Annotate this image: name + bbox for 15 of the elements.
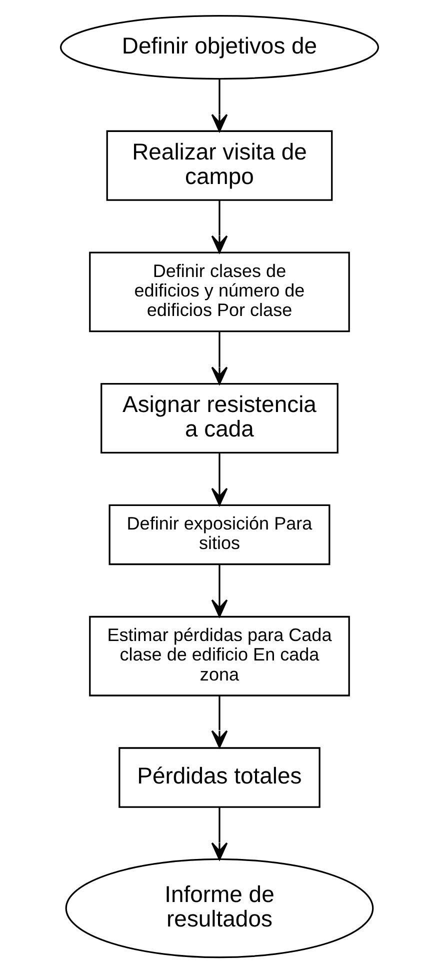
node-box: Asignar resistencia a cada [100, 382, 338, 454]
arrow [211, 564, 228, 618]
node-box: Definir exposición Para sitios [108, 504, 330, 566]
node-box: Definir clases de edificios y número de edificios Por clase [89, 252, 350, 332]
node-box: Pérdidas totales [118, 747, 320, 808]
arrow [211, 332, 228, 385]
arrow [211, 807, 228, 860]
node-box: Estimar pérdidas para Cada clase de edificio En cada zona [89, 616, 350, 696]
arrow [211, 696, 228, 748]
arrow [211, 453, 228, 506]
node-box: Realizar visita de campo [106, 130, 333, 201]
node-ellipse: Definir objetivos de [60, 15, 380, 80]
node-ellipse: Informe de resultados [65, 858, 374, 958]
arrow [211, 79, 228, 132]
arrow [211, 200, 228, 254]
